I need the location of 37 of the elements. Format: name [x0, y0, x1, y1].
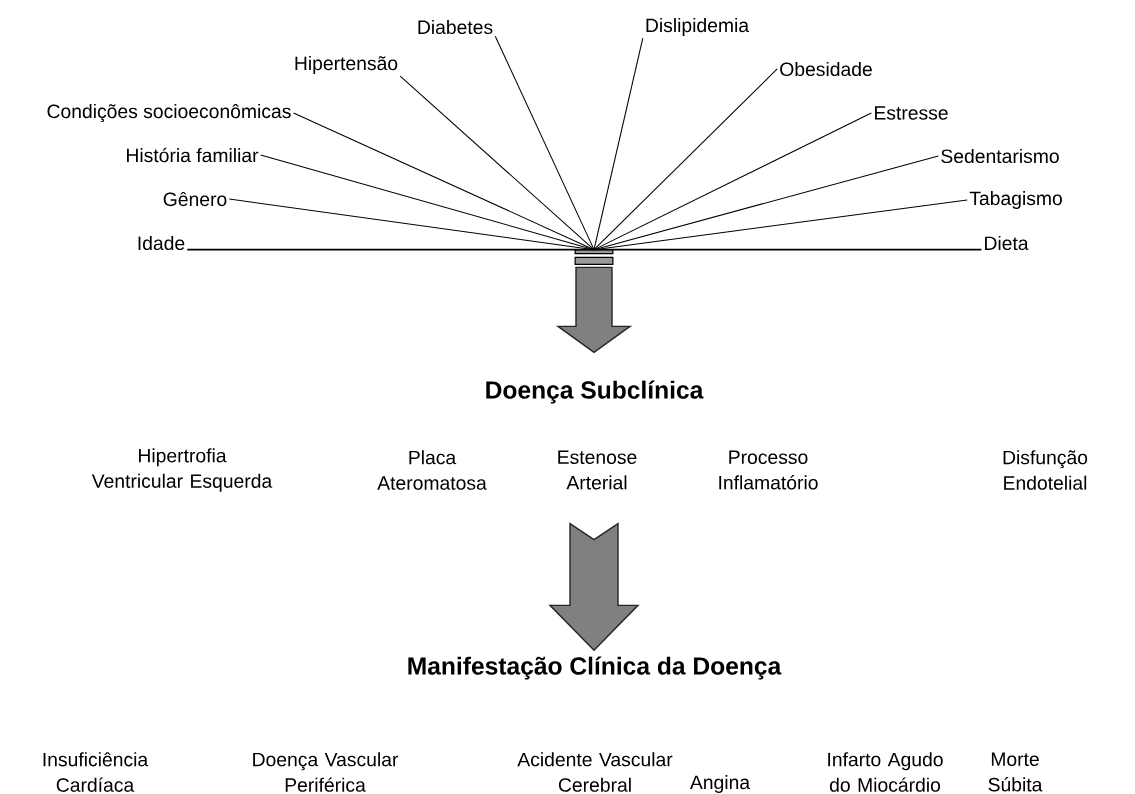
- item-label: Angina: [689, 775, 751, 793]
- connector-line: [186, 248, 595, 251]
- item-label: Infarto Agudo do Miocárdio: [828, 752, 943, 792]
- item-label: Morte Súbita: [988, 752, 1043, 792]
- factor-label: Idade: [138, 235, 185, 251]
- factor-label: Sedentarismo: [941, 148, 1059, 164]
- stage-heading: Doença Subclínica: [486, 380, 704, 404]
- connector-line: [494, 35, 595, 251]
- item-label: Insuficiência Cardíaca: [43, 752, 149, 792]
- connector-line: [293, 112, 595, 251]
- factor-label: Condições socioeconômicas: [47, 103, 291, 123]
- item-label: Doença Vascular Periférica: [253, 752, 399, 792]
- stage-heading: Manifestação Clínica da Doença: [408, 656, 782, 680]
- connector-line: [593, 68, 778, 251]
- block-arrow: [555, 266, 633, 354]
- factor-label: Obesidade: [780, 61, 872, 77]
- connector-line: [593, 37, 644, 251]
- connector-line: [593, 112, 872, 251]
- factor-label: Tabagismo: [969, 191, 1062, 209]
- connector-line: [399, 75, 595, 251]
- item-label: Acidente Vascular Cerebral: [517, 752, 673, 792]
- block-arrow: [548, 522, 640, 652]
- factor-label: Gênero: [163, 191, 227, 207]
- factor-label: Hipertensão: [295, 56, 398, 74]
- item-label: Processo Inflamatório: [719, 450, 818, 490]
- factor-label: Dieta: [985, 235, 1029, 251]
- connector-line: [593, 155, 939, 251]
- connector-line: [593, 248, 983, 251]
- stacked-bars: [574, 249, 614, 265]
- item-label: Placa Ateromatosa: [377, 450, 487, 490]
- factor-label: Estresse: [875, 106, 948, 120]
- item-label: Disfunção Endotelial: [1003, 450, 1088, 490]
- factor-label: Dislipidemia: [646, 18, 750, 36]
- factor-label: Diabetes: [418, 19, 493, 35]
- factor-label: História familiar: [127, 147, 259, 163]
- item-label: Hipertrofia Ventricular Esquerda: [91, 448, 273, 492]
- item-label: Estenose Arterial: [558, 450, 637, 490]
